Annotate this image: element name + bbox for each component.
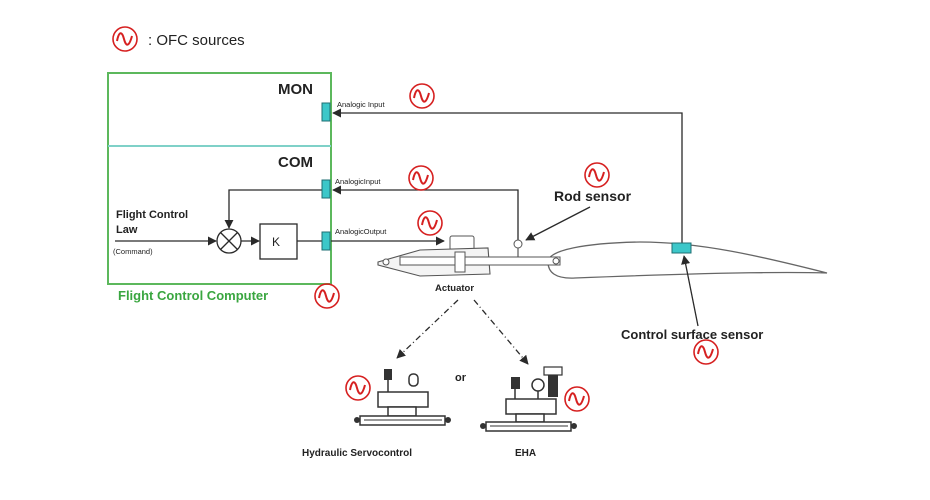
rod-sensor-pointer: [525, 206, 591, 241]
surface-sensor-label: Control surface sensor: [621, 327, 763, 342]
hydraulic-servocontrol-label: Hydraulic Servocontrol: [302, 448, 412, 459]
com-output-port: [321, 231, 331, 251]
ofc-source-icon: [408, 165, 434, 191]
law-label-line2: Law: [116, 224, 138, 236]
rod-sensor-label: Rod sensor: [554, 188, 632, 204]
mon-input-label: Analogic Input: [337, 100, 385, 109]
option-arrow-right: [473, 299, 529, 365]
gain-label: K: [272, 235, 280, 249]
flight-control-computer: MON COM Flight Control Computer Flight C…: [107, 72, 387, 303]
surface-sensor-wire: [332, 108, 683, 245]
ofc-source-icon: [693, 339, 719, 365]
rod-sensor-wire: [332, 185, 519, 240]
eha: [480, 366, 577, 432]
legend: : OFC sources: [112, 26, 245, 52]
ofc-source-icon: [584, 162, 610, 188]
ofc-source-icon: [564, 386, 590, 412]
mon-label: MON: [278, 81, 313, 98]
summing-junction: [216, 228, 242, 254]
ofc-source-icon: [409, 83, 435, 109]
ofc-source-icon: [345, 375, 371, 401]
rod-sensor: [513, 239, 523, 258]
ofc-source-icon: [314, 283, 340, 309]
hydraulic-servocontrol: [354, 369, 451, 426]
surface-sensor-pointer: [681, 255, 699, 327]
legend-label: : OFC sources: [148, 32, 245, 49]
com-output-label: AnalogicOutput: [335, 227, 387, 236]
ofc-source-icon: [417, 210, 443, 236]
ofc-source-icon: [112, 26, 138, 52]
fcc-title: Flight Control Computer: [118, 288, 268, 303]
command-label: (Command): [113, 247, 153, 256]
surface-sensor: [671, 242, 692, 254]
com-label: COM: [278, 154, 313, 171]
actuator-label: Actuator: [435, 283, 474, 294]
com-feedback-line: [224, 189, 323, 229]
or-label: or: [455, 372, 467, 384]
mon-input-port: [321, 102, 331, 122]
com-input-label: AnalogicInput: [335, 177, 381, 186]
com-input-port: [321, 179, 331, 199]
fcc-border: [107, 72, 332, 285]
option-arrow-left: [396, 299, 459, 359]
law-label-line1: Flight Control: [116, 209, 188, 221]
eha-label: EHA: [515, 448, 536, 459]
actuator: [377, 235, 561, 277]
